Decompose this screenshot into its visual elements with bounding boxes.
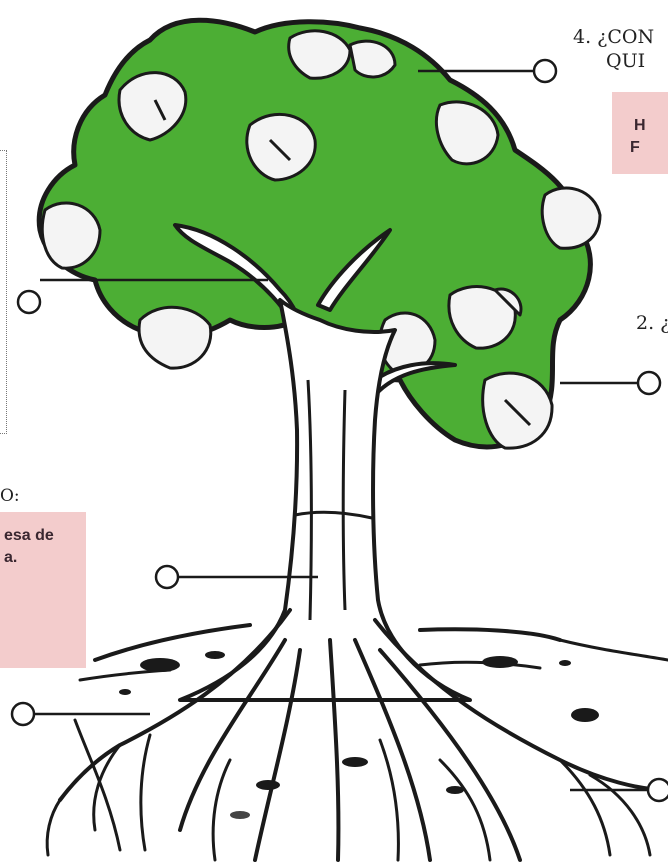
pointer-circle-trunk [154,564,180,590]
answer-note-top-right-line1: H [634,117,646,134]
answer-note-left-line2: a. [4,549,18,566]
label-pointers [10,58,668,803]
question-4-line2: QUI [606,50,646,72]
pointer-circle-canopy [636,370,662,396]
label-fragment-o: O: [0,486,20,506]
tree-roots [45,608,668,862]
question-4-line1: 4. ¿CON [573,26,655,48]
question-2: 2. ¿ [636,312,668,334]
answer-note-top-right: H F [612,92,668,174]
left-frame-border [0,150,7,434]
pointer-circle-ground [10,701,36,727]
answer-note-left-line1: esa de [4,527,54,544]
answer-note-top-right-line2: F [630,139,640,156]
tree-leaves [40,29,602,450]
ground-stones [119,651,599,819]
pointer-circle-roots [646,777,668,803]
answer-note-left: esa de a. [0,512,86,668]
pointer-circle-branches [16,289,42,315]
pointer-circle-leaves [532,58,558,84]
